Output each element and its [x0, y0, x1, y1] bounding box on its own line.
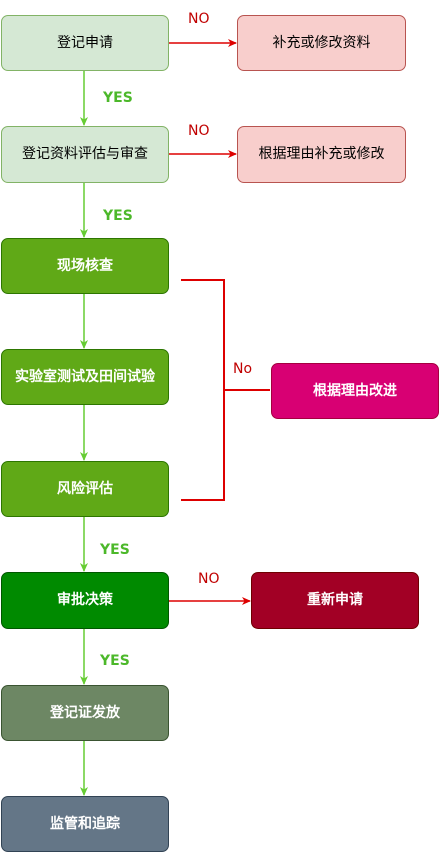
node-reapply[interactable]: 重新申请: [251, 572, 419, 629]
node-supervise[interactable]: 监管和追踪: [1, 796, 169, 852]
node-evaluate[interactable]: 登记资料评估与审查: [1, 126, 169, 183]
node-site-check[interactable]: 现场核查: [1, 238, 169, 294]
label-yes-risk: YES: [100, 542, 130, 558]
node-apply[interactable]: 登记申请: [1, 15, 169, 71]
node-modify-by-reason[interactable]: 根据理由补充或修改: [237, 126, 406, 183]
node-improve[interactable]: 根据理由改进: [271, 363, 439, 419]
node-lab-test[interactable]: 实验室测试及田间试验: [1, 349, 169, 405]
label-yes-apply: YES: [103, 90, 133, 106]
label-no-apply: NO: [188, 11, 210, 27]
node-approve[interactable]: 审批决策: [1, 572, 169, 629]
label-no-bracket: No: [233, 361, 253, 377]
node-risk[interactable]: 风险评估: [1, 461, 169, 517]
label-yes-evaluate: YES: [103, 208, 133, 224]
node-supplement[interactable]: 补充或修改资料: [237, 15, 406, 71]
label-yes-approve: YES: [100, 653, 130, 669]
node-certificate[interactable]: 登记证发放: [1, 685, 169, 741]
label-no-approve: NO: [198, 571, 220, 587]
bracket-site-risk: [181, 279, 225, 501]
label-no-evaluate: NO: [188, 123, 210, 139]
